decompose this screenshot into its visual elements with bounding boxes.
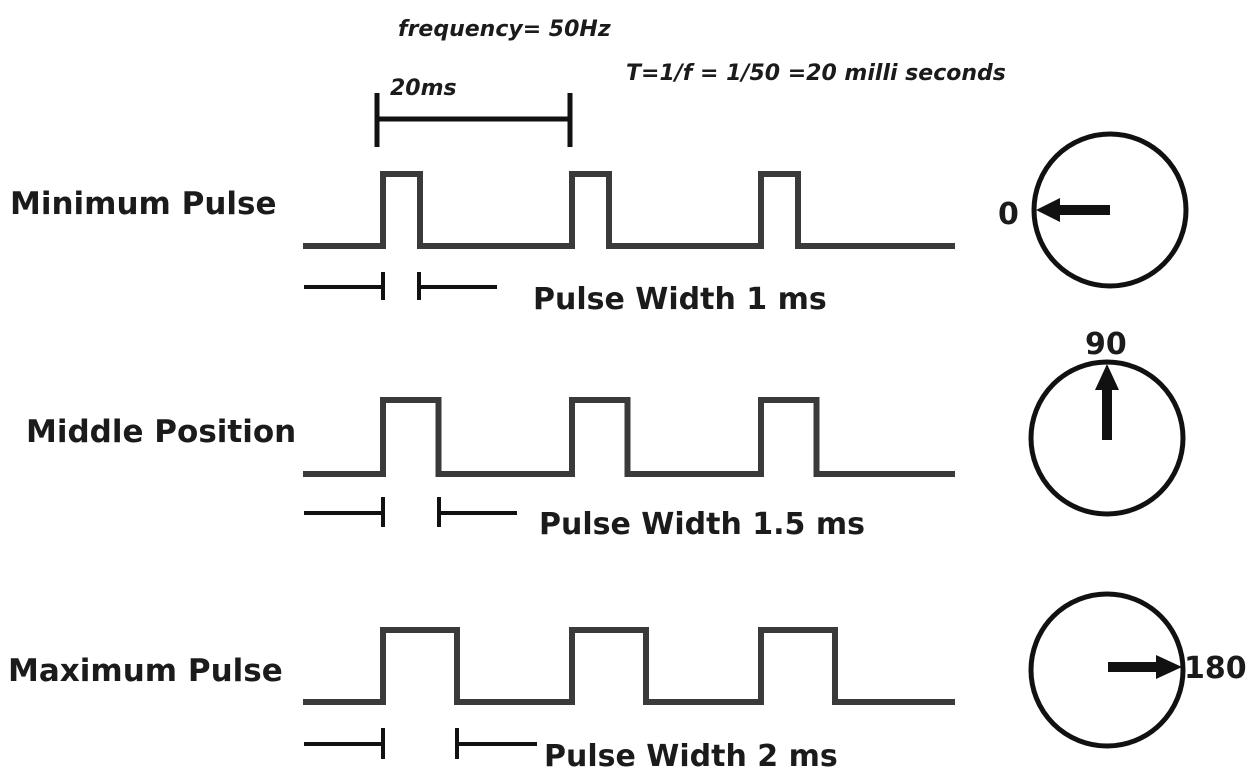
frequency-label: frequency= 50Hz — [398, 17, 611, 42]
pulse-width-label-middle: Pulse Width 1.5 ms — [539, 507, 865, 542]
dial-arrow-shaft — [1058, 205, 1110, 215]
dial-arrow-shaft — [1102, 388, 1112, 440]
dial-arrow-shaft — [1108, 662, 1158, 672]
row-title-maximum: Maximum Pulse — [8, 653, 283, 689]
waveform-minimum — [303, 171, 955, 249]
servo-dial-minimum: 0 — [998, 131, 1189, 289]
width-marker-maximum — [304, 728, 537, 759]
width-marker-middle — [304, 497, 517, 527]
servo-dial-middle: 90 — [1028, 327, 1186, 517]
row-title-minimum: Minimum Pulse — [10, 186, 277, 222]
period-bracket — [374, 93, 573, 147]
pulse-width-label-minimum: Pulse Width 1 ms — [533, 282, 827, 317]
dial-arrow-head — [1156, 655, 1182, 679]
dial-arrow-head — [1036, 198, 1060, 222]
waveform-maximum — [303, 627, 955, 705]
angle-label-minimum: 0 — [998, 197, 1019, 232]
waveform-middle — [303, 397, 955, 477]
servo-dial-maximum: 180 — [1028, 591, 1247, 749]
period-formula: T=1/f = 1/50 =20 milli seconds — [626, 61, 1006, 86]
width-marker-minimum — [304, 272, 497, 300]
row-title-middle: Middle Position — [26, 414, 296, 450]
dial-arrow-head — [1095, 364, 1119, 390]
pulse-width-label-maximum: Pulse Width 2 ms — [544, 739, 838, 774]
angle-label-middle: 90 — [1085, 327, 1127, 362]
angle-label-maximum: 180 — [1184, 651, 1247, 686]
period-label: 20ms — [390, 76, 457, 101]
